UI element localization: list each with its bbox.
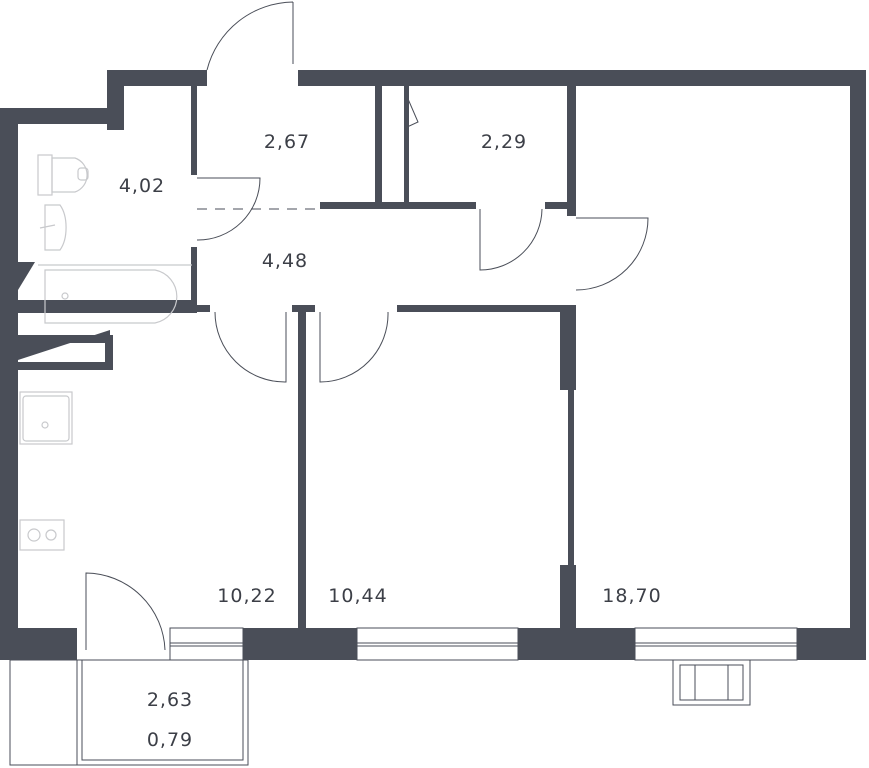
room-area-balcony: 2,63 — [146, 689, 194, 711]
room-area-living-room: 18,70 — [602, 585, 662, 607]
walls — [0, 70, 866, 660]
toilet-icon — [37, 154, 89, 196]
room-area-kitchen: 10,22 — [217, 585, 277, 607]
room-area-hall: 2,67 — [263, 131, 311, 153]
room-area-balcony-reduced: 0,79 — [146, 729, 194, 751]
room-area-bathroom: 4,02 — [118, 175, 166, 197]
room-area-storage: 2,29 — [480, 131, 528, 153]
balcony — [9, 659, 751, 766]
stove-icon — [19, 519, 65, 551]
bathtub-icon — [38, 264, 192, 324]
room-area-bedroom: 10,44 — [328, 585, 388, 607]
room-area-corridor: 4,48 — [261, 250, 309, 272]
washbasin-icon — [39, 204, 67, 251]
fixtures — [19, 154, 192, 551]
kitchen-sink-icon — [19, 391, 73, 445]
doors — [85, 1, 649, 651]
windows — [169, 627, 798, 661]
